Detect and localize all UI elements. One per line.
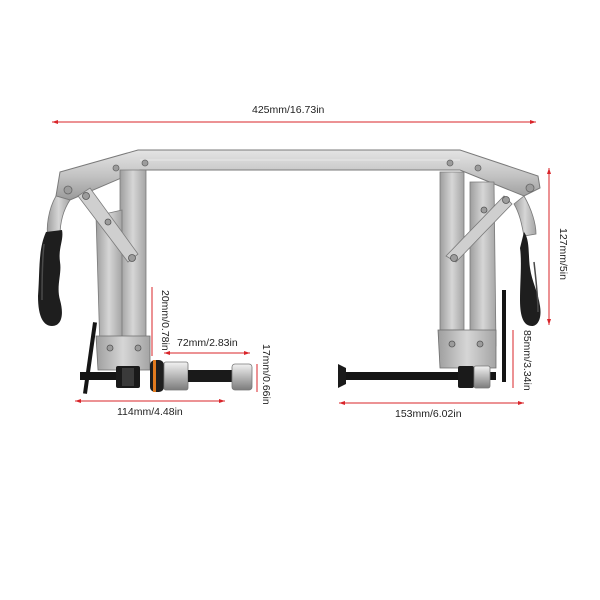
dim-line-adapter-length <box>164 351 250 355</box>
dim-line-overall-height <box>547 168 551 325</box>
right-clamp-block <box>437 329 497 369</box>
left-grip <box>38 230 63 326</box>
label-overall-width: 425mm/16.73in <box>252 104 325 116</box>
right-grip <box>520 232 541 326</box>
label-overall-height: 127mm/5in <box>557 228 569 280</box>
label-left-arm-depth: 20mm/0.78in <box>159 290 171 351</box>
right-tbar-handle <box>502 290 506 382</box>
dim-line-right-reach <box>339 401 524 405</box>
left-screw-assembly <box>80 360 253 392</box>
label-right-reach: 153mm/6.02in <box>395 408 462 420</box>
right-handle <box>513 195 541 326</box>
dimension-lines <box>52 120 551 405</box>
left-handle <box>38 195 71 326</box>
label-adapter-diameter: 17mm/0.66in <box>260 344 272 405</box>
left-clamp-block <box>95 335 151 371</box>
adapter-cap <box>231 363 253 391</box>
right-linkage <box>437 171 513 382</box>
label-adapter-length: 72mm/2.83in <box>177 337 238 349</box>
right-foot <box>338 364 346 388</box>
dim-line-left-reach <box>75 399 225 403</box>
label-right-depth: 85mm/3.34in <box>521 330 533 391</box>
right-screw-assembly <box>338 364 496 389</box>
adapter-body <box>163 361 189 391</box>
adapter-ring <box>150 360 164 392</box>
adapter-thread <box>188 370 232 382</box>
dim-line-overall-width <box>52 120 536 124</box>
label-left-reach: 114mm/4.48in <box>117 406 183 418</box>
left-linkage <box>77 169 151 394</box>
right-screw <box>346 372 496 380</box>
left-tbar-handle <box>83 322 97 394</box>
